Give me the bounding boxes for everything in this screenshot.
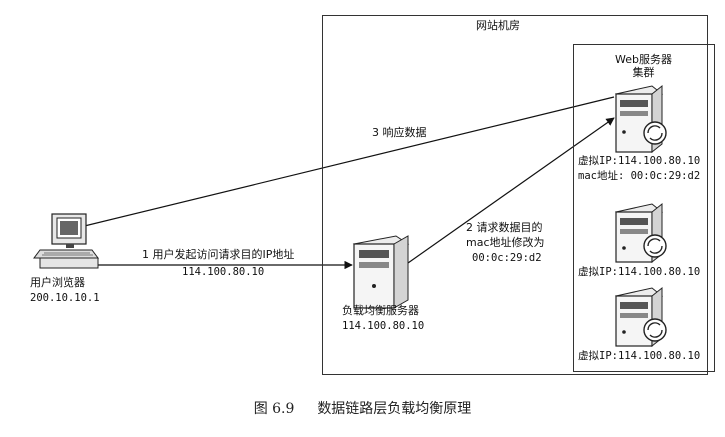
load-balancer-ip: 114.100.80.10 — [342, 320, 425, 332]
step2-label-line2: mac地址修改为 — [466, 236, 545, 249]
step2-mac: 00:0c:29:d2 — [472, 252, 542, 264]
cluster-boundary — [573, 44, 715, 372]
cluster-title-line2: 集群 — [632, 66, 655, 79]
arrow-forward — [407, 117, 615, 264]
client-label: 用户浏览器 — [30, 276, 85, 289]
web-server-1-mac: mac地址: 00:0c:29:d2 — [578, 170, 701, 182]
figure-number: 图 6.9 — [253, 401, 295, 417]
web-server-1-icon — [614, 84, 667, 154]
step3-label: 3 响应数据 — [372, 126, 427, 139]
web-server-2-icon — [614, 202, 667, 264]
step2-label-line1: 2 请求数据目的 — [466, 221, 543, 234]
figure-title: 数据链路层负载均衡原理 — [317, 401, 472, 417]
step1-label: 1 用户发起访问请求目的IP地址 — [142, 248, 295, 261]
cluster-title-line1: Web服务器 — [615, 53, 672, 66]
load-balancer-server-icon — [352, 235, 410, 309]
client-ip: 200.10.10.1 — [30, 292, 100, 304]
datacenter-boundary — [322, 15, 708, 375]
arrow-response — [67, 96, 615, 233]
computer-icon — [33, 213, 99, 269]
web-server-3-icon — [614, 286, 667, 348]
step1-ip: 114.100.80.10 — [182, 266, 265, 278]
load-balancer-label: 负载均衡服务器 — [342, 304, 419, 317]
web-server-3-ip: 虚拟IP:114.100.80.10 — [578, 350, 701, 362]
figure-caption: 图 6.9 数据链路层负载均衡原理 — [0, 398, 725, 418]
cluster-title: Web服务器 集群 — [573, 53, 714, 79]
web-server-2-ip: 虚拟IP:114.100.80.10 — [578, 266, 701, 278]
web-server-1-ip: 虚拟IP:114.100.80.10 — [578, 155, 701, 167]
datacenter-title: 网站机房 — [476, 19, 520, 32]
